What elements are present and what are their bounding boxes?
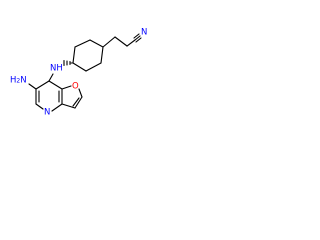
bond-o-c2 xyxy=(78,88,83,98)
nitrile-nitrogen-label: N xyxy=(141,28,147,38)
bond-nh-to-c7 xyxy=(48,73,54,82)
amino-subscript: 2 xyxy=(16,78,20,85)
bond-nitrile-3 xyxy=(135,37,142,43)
bond-cyclohexane-1 xyxy=(89,39,104,48)
molecule-diagram: N NH H2N O N xyxy=(10,28,147,118)
bond-cyclohexane-3 xyxy=(72,46,76,64)
amino-n-label: N xyxy=(20,76,26,86)
bond-c2-c3 xyxy=(74,96,83,109)
bond-c3-c3a xyxy=(61,103,76,109)
bond-nitrile-2 xyxy=(133,33,140,39)
bond-cyclohexane-4 xyxy=(72,62,87,72)
bond-c7-c6 xyxy=(35,80,50,90)
bond-c7a-c7 xyxy=(48,80,63,90)
amino-group-label: H2N xyxy=(10,76,27,86)
bond-c7a-o xyxy=(61,85,72,90)
bond-ring-to-ch2 xyxy=(102,36,116,48)
amino-h-label: H xyxy=(10,76,16,86)
bond-layer xyxy=(28,33,142,112)
bond-nitrile-1 xyxy=(134,35,141,41)
bond-ch2-to-cn xyxy=(126,39,136,47)
amine-nh-label: NH xyxy=(50,64,63,74)
bond-n4-c3a xyxy=(51,103,63,112)
bond-cyclohexane-2 xyxy=(74,39,91,48)
bond-cyclohexane-5 xyxy=(85,62,102,72)
bond-c6-nh2 xyxy=(28,83,37,90)
furan-oxygen-label: O xyxy=(72,82,79,92)
bond-c5-n4 xyxy=(35,103,44,110)
pyridine-nitrogen-label: N xyxy=(44,108,50,118)
hashed-wedge-bond xyxy=(63,59,74,67)
bond-ch2-ch2 xyxy=(114,36,128,47)
bond-cyclohexane-6 xyxy=(100,46,104,64)
structure-canvas: N NH H2N O N xyxy=(0,0,152,152)
atom-labels: N NH H2N O N xyxy=(10,28,147,118)
bond-c2-c3-inner xyxy=(72,97,80,107)
